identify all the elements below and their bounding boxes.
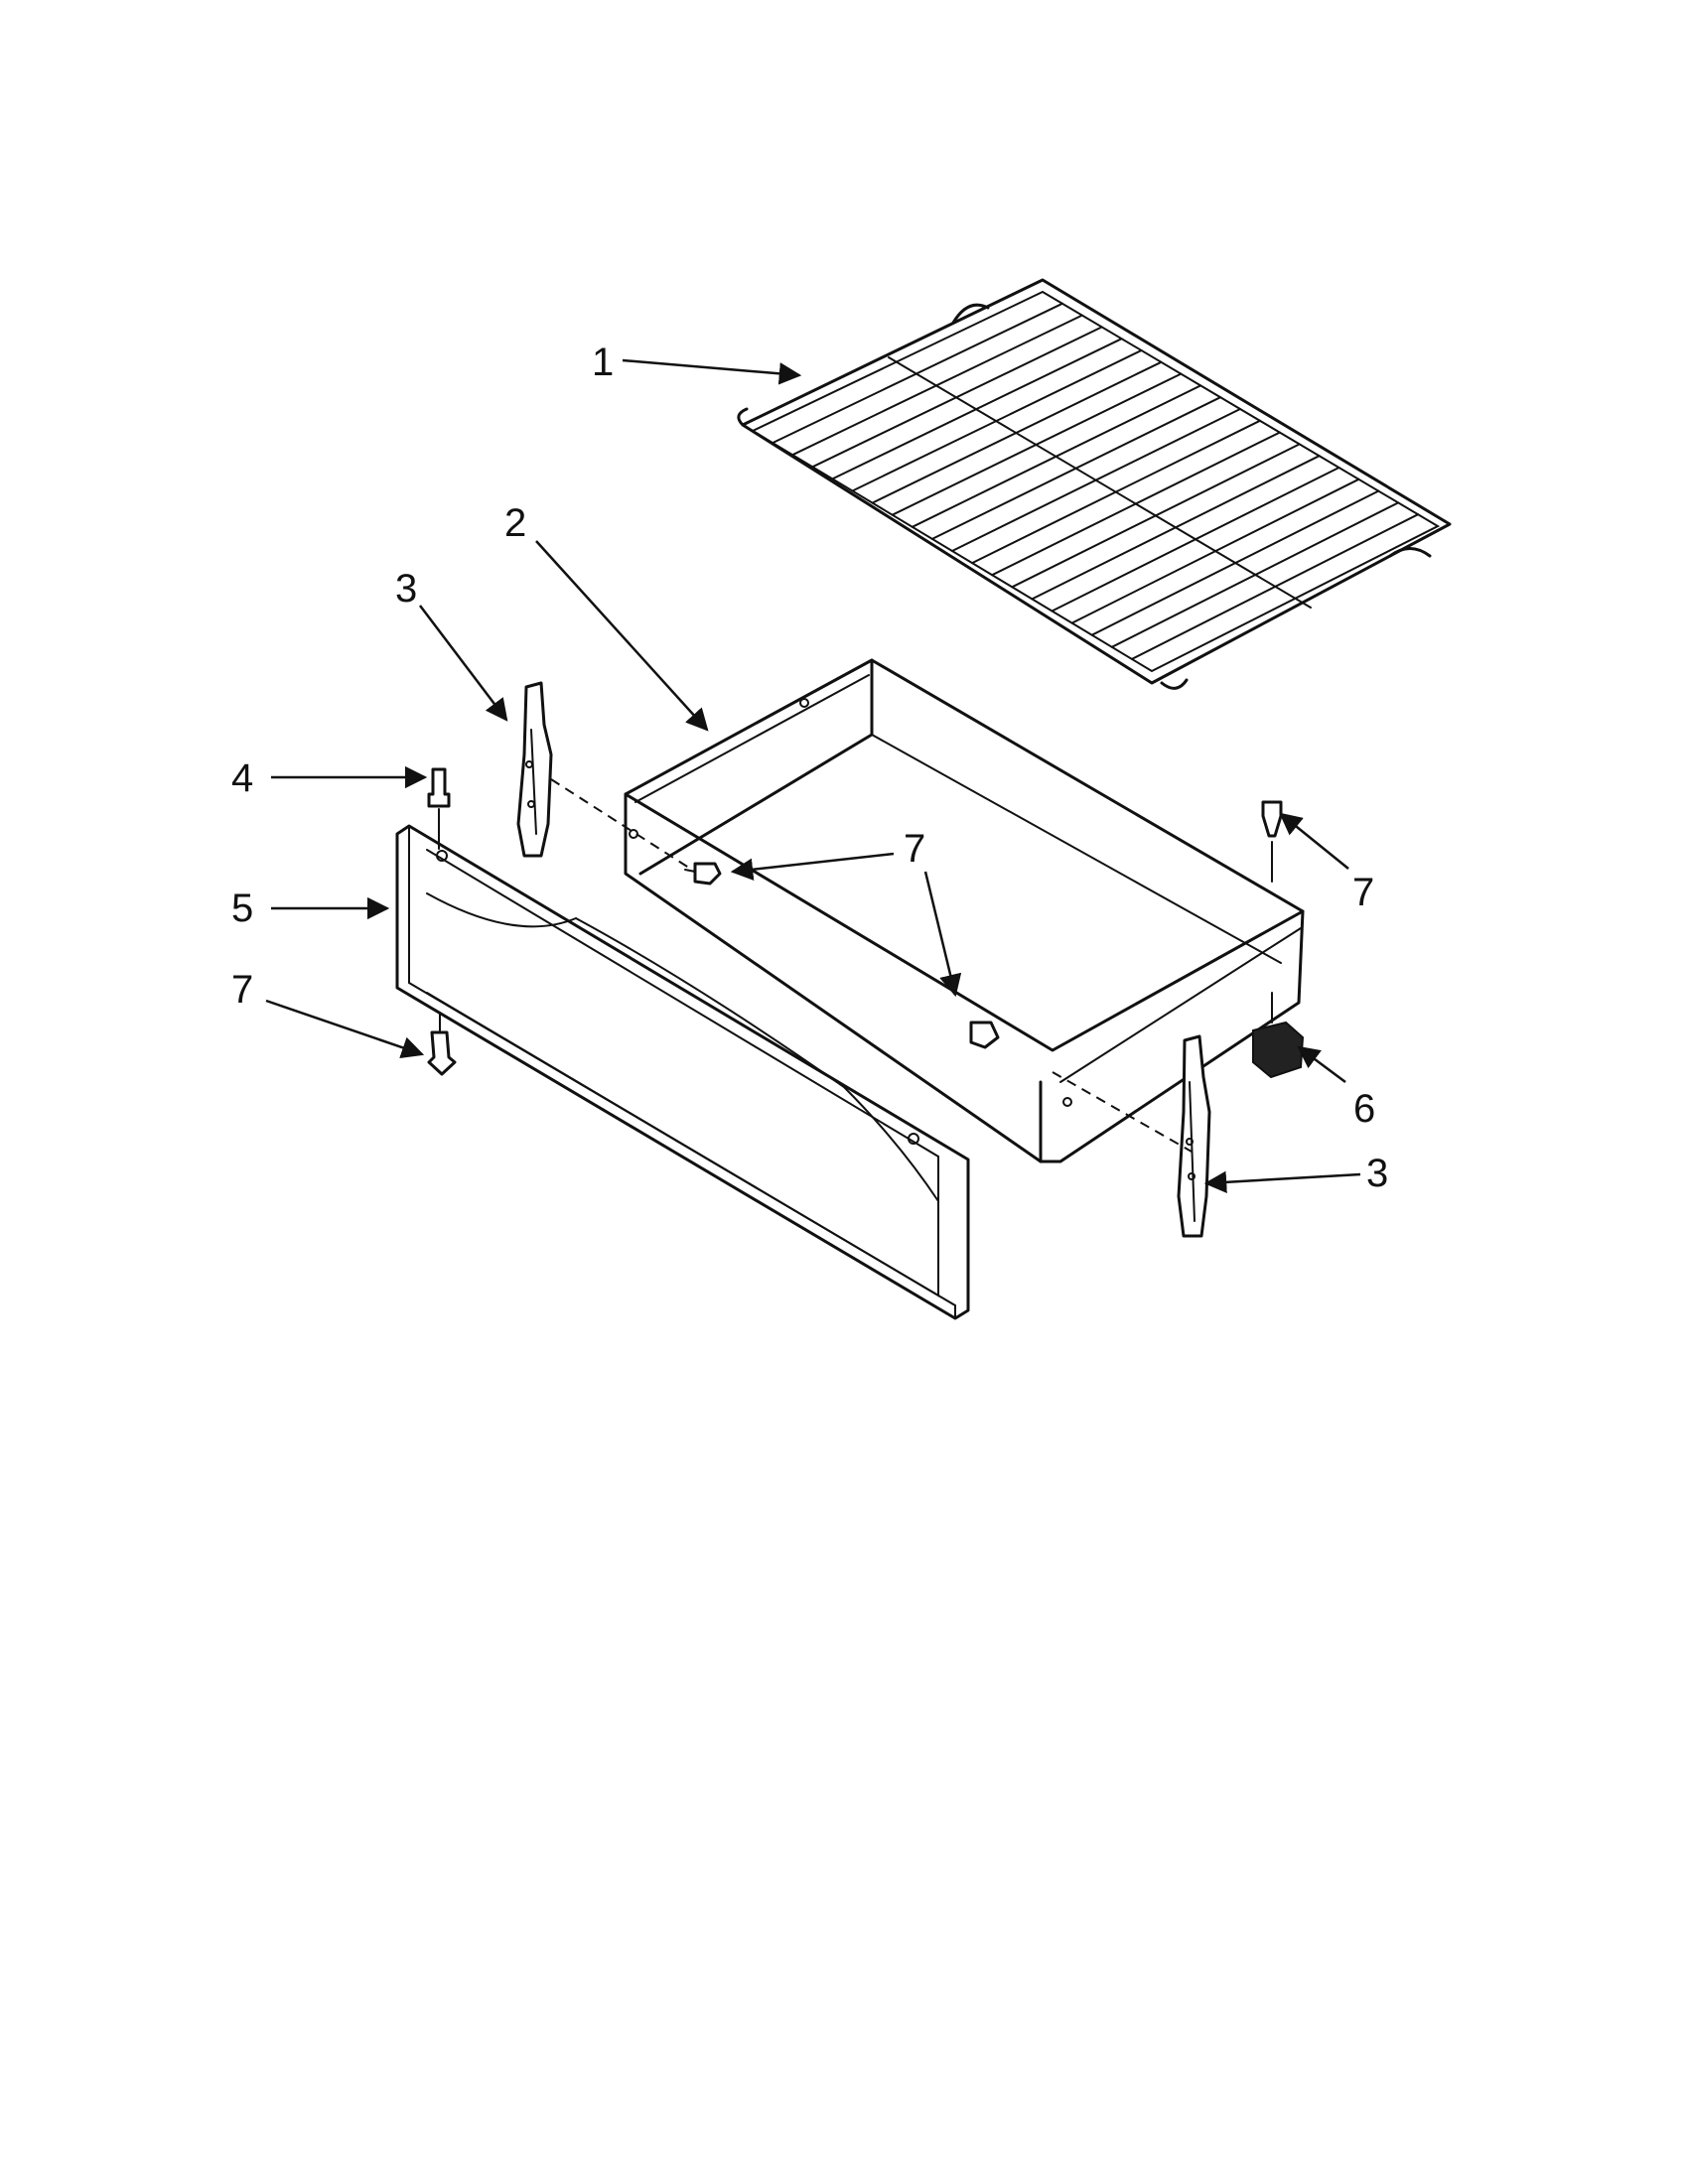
callout-5: 5 [231,887,253,930]
callout-3-right: 3 [1366,1152,1388,1195]
screw-top-right [1261,800,1283,883]
rack-wire [1011,443,1301,589]
slide-bracket-left [516,681,553,858]
callout-7-center: 7 [904,827,925,871]
callout-7-bottom-left: 7 [231,968,253,1012]
rack-wire [1110,501,1400,648]
rack-wire [851,349,1143,492]
rack-wire [991,431,1281,577]
drawer-front-panel [395,824,970,1320]
screw-bottom-left [427,1012,457,1076]
rack-wire [772,302,1063,445]
rack-wire [1031,455,1321,601]
callout-7-right: 7 [1352,871,1374,914]
callout-4: 4 [231,756,253,800]
rack-wire [1070,478,1360,624]
rack-wire [791,314,1083,457]
rack-wire [1090,489,1380,636]
drawer-body [624,658,1305,1163]
oven-rack [737,278,1452,690]
screw-front-left [684,862,722,886]
slide-bracket-right [1177,1034,1211,1238]
assembly-line-left [550,778,696,873]
rack-wire [1051,467,1340,613]
callout-3-left: 3 [395,567,417,611]
assembly-line-right [1052,1071,1193,1153]
callout-6: 6 [1353,1087,1375,1131]
rack-wire [1130,513,1420,660]
screw-center [969,1021,1000,1049]
rack-wire [930,396,1222,540]
callout-2: 2 [504,501,526,545]
leader-lines [265,358,1361,1194]
rack-wire [951,408,1241,552]
rack-wire [891,372,1183,516]
rack-wire [971,419,1261,565]
rack-wire [911,384,1202,528]
stud-fastener [427,767,451,850]
rack-wire [871,360,1163,504]
rack-wire [831,338,1123,480]
callout-1: 1 [592,341,614,384]
rack-wire [811,326,1103,469]
